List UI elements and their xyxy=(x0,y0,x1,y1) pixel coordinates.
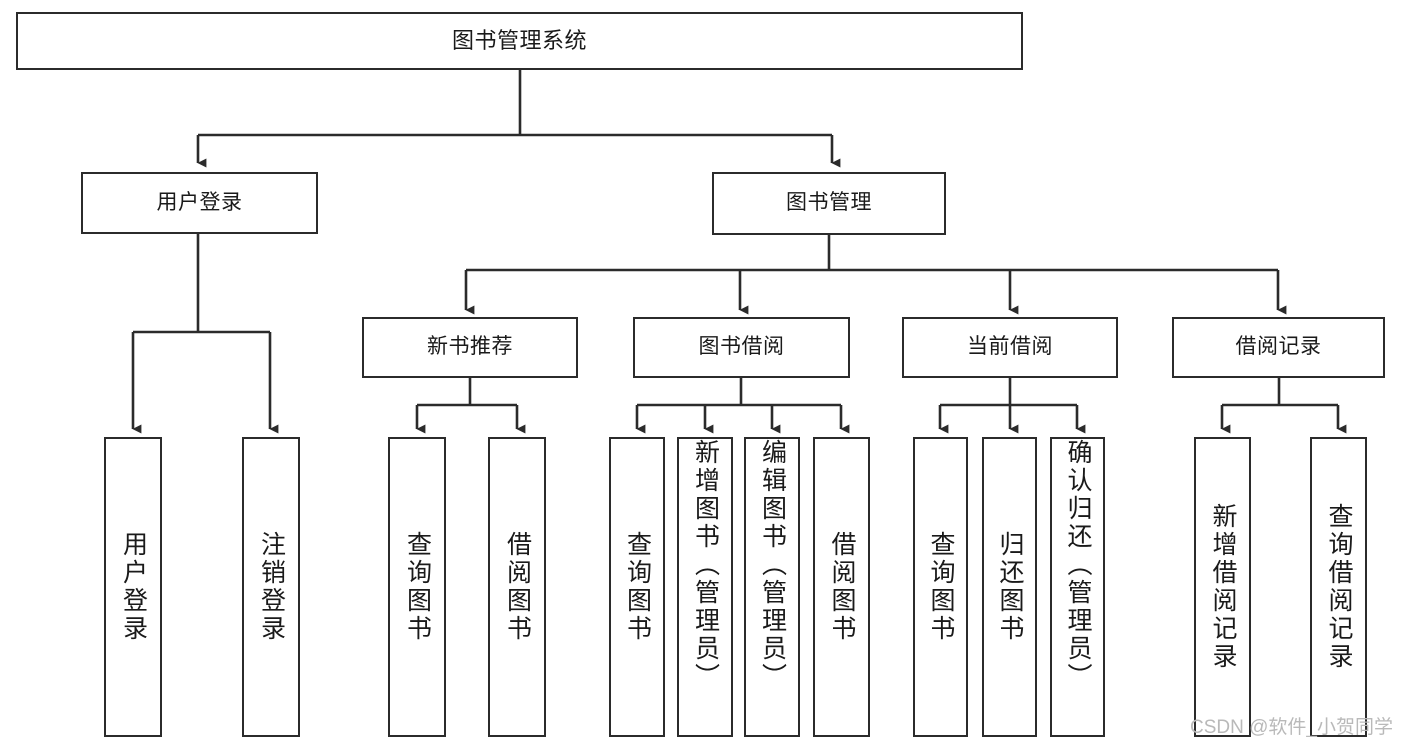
node-book-management[interactable]: 图书管理 xyxy=(712,172,946,235)
leaf-logout-login[interactable]: 注销登录 xyxy=(242,437,300,737)
node-label: 新书推荐 xyxy=(427,335,513,359)
node-label: 借阅记录 xyxy=(1235,335,1322,359)
node-label: 确认归还（管理员） xyxy=(1064,439,1092,691)
node-current-borrow[interactable]: 当前借阅 xyxy=(902,317,1118,378)
leaf-user-login[interactable]: 用户登录 xyxy=(104,437,162,737)
node-label: 图书管理系统 xyxy=(451,28,587,54)
leaf-query-borrow-record[interactable]: 查询借阅记录 xyxy=(1310,437,1367,737)
node-label: 查询图书 xyxy=(403,531,432,643)
node-book-borrow[interactable]: 图书借阅 xyxy=(633,317,850,378)
node-label: 当前借阅 xyxy=(967,335,1053,359)
leaf-edit-book-admin[interactable]: 编辑图书（管理员） xyxy=(744,437,800,737)
leaf-add-book-admin[interactable]: 新增图书（管理员） xyxy=(677,437,733,737)
leaf-query-book-borrow[interactable]: 查询图书 xyxy=(609,437,665,737)
node-user-login[interactable]: 用户登录 xyxy=(81,172,318,234)
node-borrow-record[interactable]: 借阅记录 xyxy=(1172,317,1385,378)
node-label: 编辑图书（管理员） xyxy=(758,439,787,691)
node-label: 用户登录 xyxy=(156,190,243,214)
node-label: 图书管理 xyxy=(786,191,872,215)
leaf-return-book[interactable]: 归还图书 xyxy=(982,437,1037,737)
leaf-query-book-recommend[interactable]: 查询图书 xyxy=(388,437,446,737)
node-label: 用户登录 xyxy=(119,531,148,643)
node-new-book-recommend[interactable]: 新书推荐 xyxy=(362,317,578,378)
leaf-confirm-return-admin[interactable]: 确认归还（管理员） xyxy=(1050,437,1105,737)
node-label: 图书借阅 xyxy=(698,335,785,359)
leaf-borrow-book[interactable]: 借阅图书 xyxy=(813,437,870,737)
node-label: 归还图书 xyxy=(996,531,1024,643)
node-root-book-management-system[interactable]: 图书管理系统 xyxy=(16,12,1023,70)
node-label: 注销登录 xyxy=(257,531,286,643)
leaf-query-book-current[interactable]: 查询图书 xyxy=(913,437,968,737)
node-label: 查询图书 xyxy=(623,531,652,643)
node-label: 新增借阅记录 xyxy=(1209,503,1237,671)
leaf-borrow-book-recommend[interactable]: 借阅图书 xyxy=(488,437,546,737)
node-label: 查询图书 xyxy=(927,531,955,643)
node-label: 借阅图书 xyxy=(828,531,856,643)
leaf-add-borrow-record[interactable]: 新增借阅记录 xyxy=(1194,437,1251,737)
node-label: 查询借阅记录 xyxy=(1325,503,1353,671)
node-label: 新增图书（管理员） xyxy=(691,439,720,691)
watermark: CSDN @软件_小贺同学 xyxy=(1190,717,1393,738)
node-label: 借阅图书 xyxy=(503,531,532,643)
